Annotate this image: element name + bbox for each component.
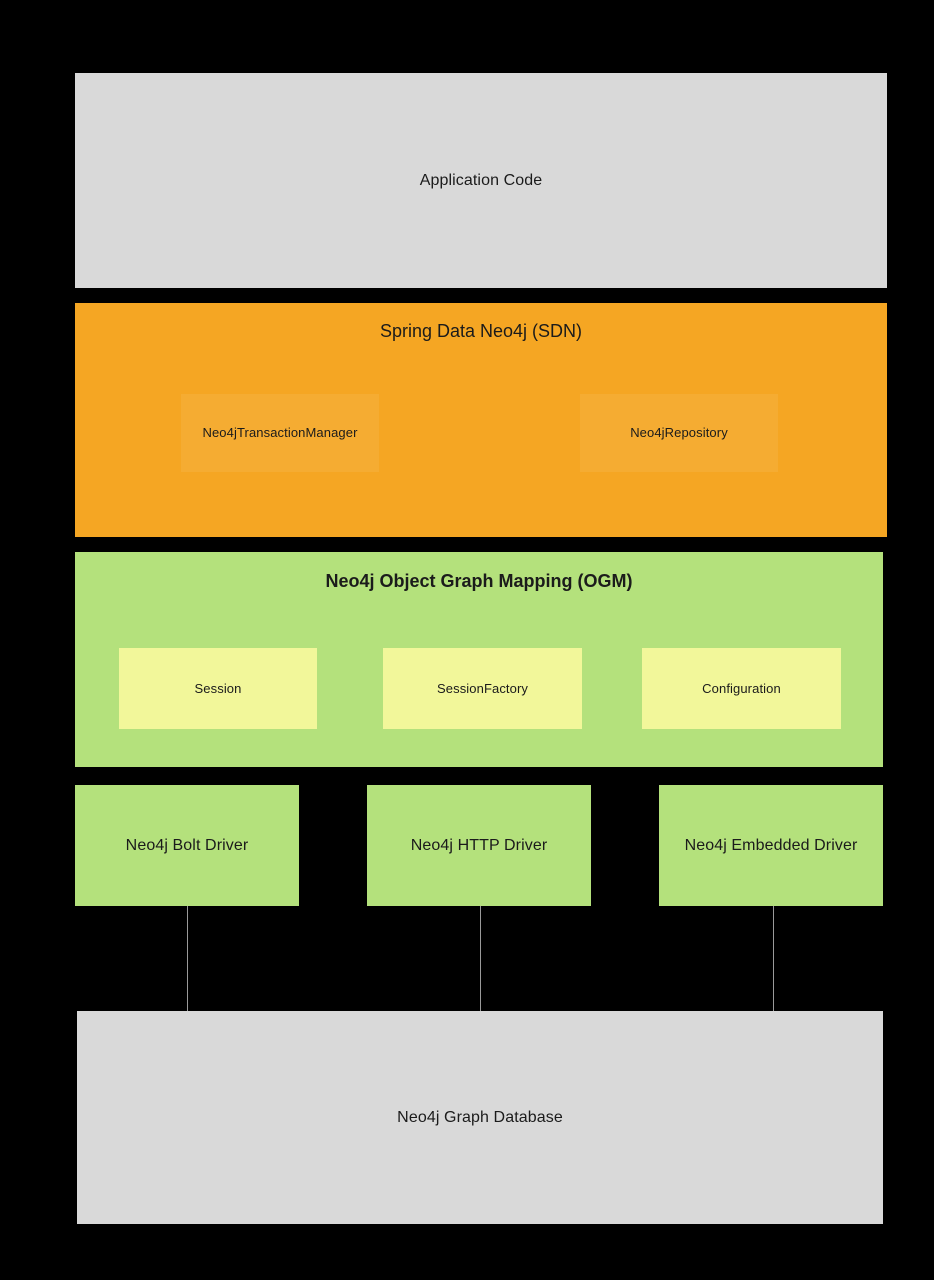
connector-line-bolt-to-database [187, 906, 188, 1011]
driver-http: Neo4j HTTP Driver [367, 785, 591, 906]
component-session-factory: SessionFactory [383, 648, 582, 729]
component-configuration: Configuration [642, 648, 841, 729]
component-session: Session [119, 648, 317, 729]
neo4j-transaction-manager-label: Neo4jTransactionManager [202, 425, 358, 441]
layer-spring-data-neo4j: Spring Data Neo4j (SDN) Neo4jTransaction… [75, 303, 887, 537]
driver-embedded-label: Neo4j Embedded Driver [684, 836, 858, 854]
layer-neo4j-ogm: Neo4j Object Graph Mapping (OGM) Session… [75, 552, 883, 767]
connector-line-http-to-database [480, 906, 481, 1011]
driver-bolt: Neo4j Bolt Driver [75, 785, 299, 906]
layer-application-code: Application Code [75, 73, 887, 288]
driver-http-label: Neo4j HTTP Driver [410, 836, 548, 854]
neo4j-repository-label: Neo4jRepository [630, 425, 728, 441]
component-neo4j-repository: Neo4jRepository [580, 394, 778, 472]
session-label: Session [194, 680, 242, 696]
application-code-label: Application Code [419, 171, 543, 189]
component-neo4j-transaction-manager: Neo4jTransactionManager [181, 394, 379, 472]
sdn-layer-title: Spring Data Neo4j (SDN) [379, 321, 583, 341]
configuration-label: Configuration [702, 680, 781, 696]
layer-neo4j-graph-database: Neo4j Graph Database [77, 1011, 883, 1224]
driver-embedded: Neo4j Embedded Driver [659, 785, 883, 906]
session-factory-label: SessionFactory [437, 680, 528, 696]
connector-line-embedded-to-database [773, 906, 774, 1011]
ogm-layer-title: Neo4j Object Graph Mapping (OGM) [325, 571, 633, 591]
neo4j-graph-database-label: Neo4j Graph Database [397, 1108, 563, 1126]
driver-bolt-label: Neo4j Bolt Driver [125, 836, 249, 854]
